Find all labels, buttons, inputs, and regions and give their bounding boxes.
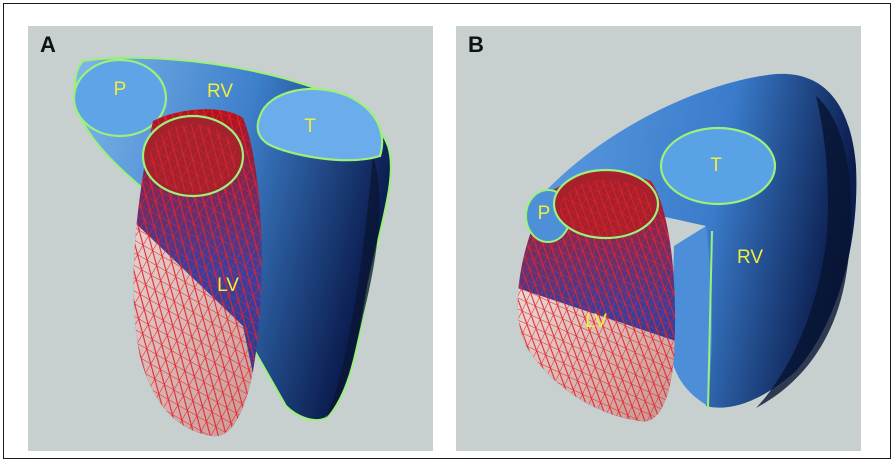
panel-a: A P RV T LV [28,26,433,451]
label-tricuspid-a: T [304,116,316,138]
panel-letter-a: A [40,32,56,58]
label-right-ventricle-b: RV [737,247,763,269]
figure-frame: A P RV T LV [3,3,891,459]
label-pulmonary-a: P [114,79,127,101]
label-right-ventricle-a: RV [207,81,233,103]
label-left-ventricle-a: LV [217,275,239,297]
label-left-ventricle-b: LV [585,311,607,333]
label-pulmonary-b: P [538,203,551,225]
panel-letter-b: B [468,32,484,58]
panel-b: B P RV T LV [456,26,861,451]
label-tricuspid-b: T [710,155,722,177]
heart-render-b [456,26,861,451]
